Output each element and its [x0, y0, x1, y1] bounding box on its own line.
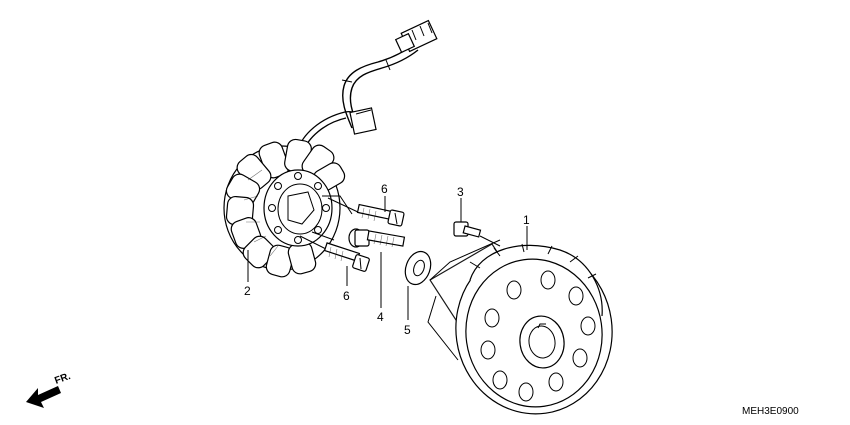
callout-6-lower: 6: [343, 289, 350, 303]
connector: [394, 19, 438, 54]
flywheel-holes: [480, 270, 596, 402]
callout-6-upper: 6: [381, 182, 388, 196]
callout-4: 4: [377, 310, 384, 324]
callout-3: 3: [457, 185, 464, 199]
stator: [223, 138, 346, 278]
callout-2: 2: [244, 284, 251, 298]
washer: [404, 250, 432, 286]
callout-leaders: [247, 196, 528, 320]
callout-1: 1: [523, 213, 530, 227]
bolt-3: [453, 221, 501, 247]
bolt-6-lower: [299, 235, 370, 272]
stator-coils: [225, 138, 346, 278]
flywheel: [427, 239, 613, 415]
diagram-code: MEH3E0900: [742, 406, 799, 417]
direction-label: FR.: [53, 371, 72, 387]
callout-5: 5: [404, 323, 411, 337]
front-direction-arrow: FR.: [26, 371, 72, 408]
wire-harness: [297, 43, 419, 153]
bolt-6-upper: [327, 197, 405, 227]
arrow-left-icon: [26, 386, 61, 408]
flywheel-bolt: [348, 228, 406, 248]
